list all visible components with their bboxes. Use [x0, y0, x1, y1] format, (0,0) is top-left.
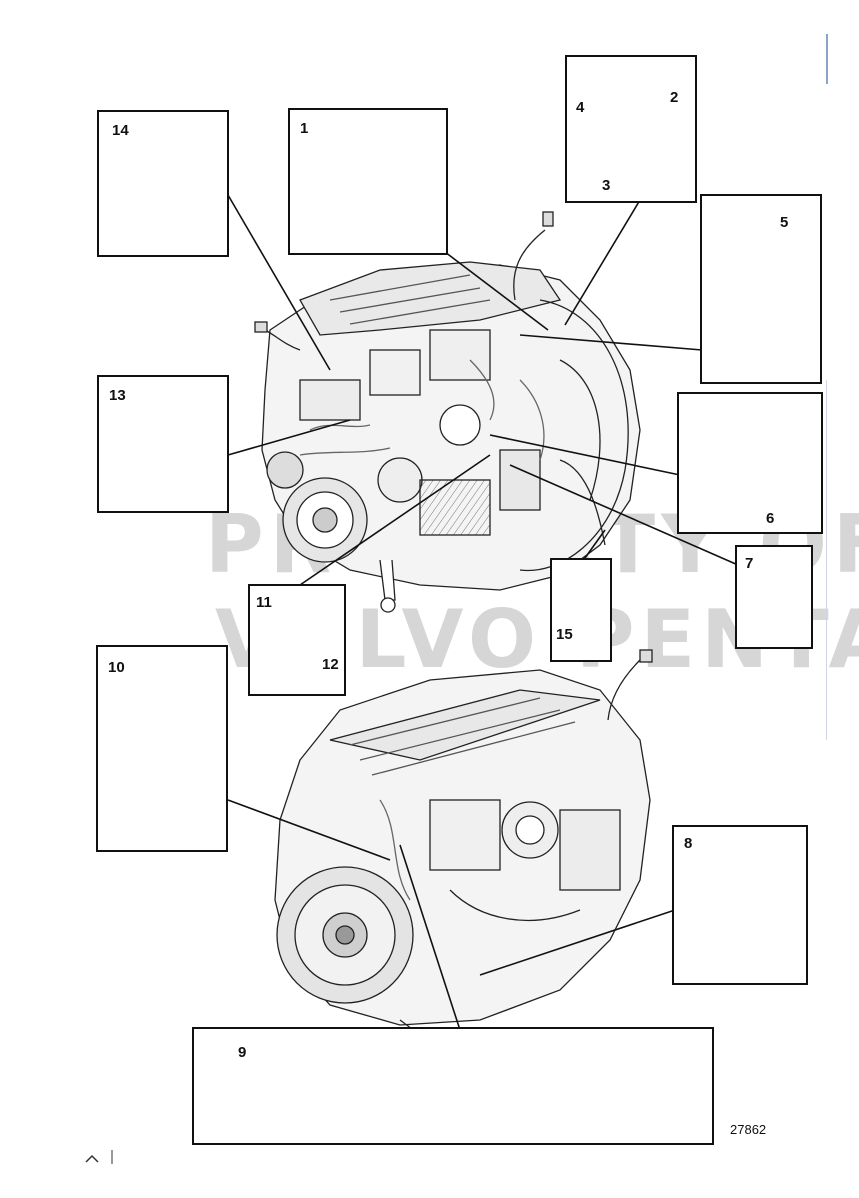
callout-number-2: 2 — [670, 89, 679, 106]
callout-box-13: 13 — [97, 375, 229, 513]
callout-number-6: 6 — [766, 510, 775, 527]
callout-number-3: 3 — [602, 177, 611, 194]
drawing-number: 27862 — [730, 1122, 767, 1137]
callout-box-9: 9 — [192, 1027, 714, 1145]
callout-number-13: 13 — [109, 387, 126, 404]
right-edge-line — [826, 380, 827, 740]
callout-number-9: 9 — [238, 1044, 247, 1061]
callout-box-8: 8 — [672, 825, 808, 985]
callout-number-14: 14 — [112, 122, 129, 139]
callout-number-15: 15 — [556, 626, 573, 643]
leader-lines — [227, 194, 739, 1031]
callout-box-10: 10 — [96, 645, 228, 852]
callout-number-4: 4 — [576, 99, 585, 116]
callout-number-7: 7 — [745, 555, 754, 572]
upper-engine-illustration — [254, 211, 641, 613]
callout-box-2-3-4: 2 3 4 — [565, 55, 697, 203]
callout-box-7: 7 — [735, 545, 813, 649]
callout-number-11: 11 — [256, 594, 272, 611]
callout-box-6: 6 — [677, 392, 823, 534]
callout-box-11-12: 11 12 — [248, 584, 346, 696]
callout-number-10: 10 — [108, 659, 125, 676]
right-edge-marker — [826, 34, 828, 84]
callout-box-15: 15 — [550, 558, 612, 662]
callout-number-1: 1 — [300, 120, 309, 137]
callout-box-14: 14 — [97, 110, 229, 257]
lower-engine-illustration — [274, 649, 653, 1036]
callout-box-5: 5 — [700, 194, 822, 384]
callout-number-5: 5 — [780, 214, 789, 231]
callout-number-12: 12 — [322, 656, 339, 673]
callout-number-8: 8 — [684, 835, 693, 852]
corner-mark — [85, 1150, 113, 1164]
callout-box-1: 1 — [288, 108, 448, 255]
